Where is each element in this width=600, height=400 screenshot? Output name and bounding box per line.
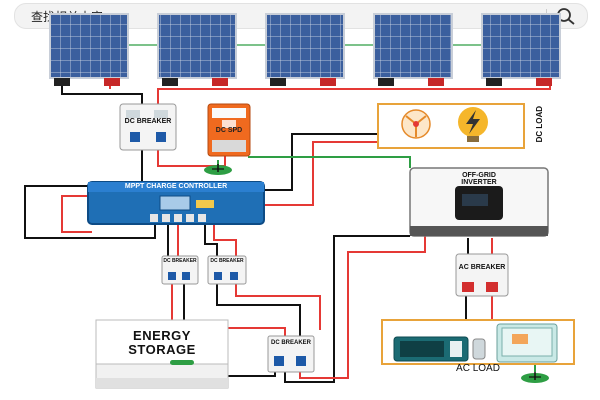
- energy-storage-label: ENERGY STORAGE: [128, 328, 196, 357]
- dc-load-box: [377, 103, 525, 149]
- ground-icon: [204, 164, 232, 175]
- lightning-bulb-icon: [458, 107, 488, 142]
- controller-label: MPPT CHARGE CONTROLLER: [124, 183, 228, 190]
- dc-breaker-left-label: DC BREAKER: [163, 258, 197, 264]
- dc-breaker-mid-label: DC BREAKER: [210, 258, 244, 264]
- dc-load-label: DC LOAD: [534, 105, 544, 143]
- dc-spd-label: DC SPD: [215, 127, 243, 134]
- off-grid-inverter: [409, 167, 549, 237]
- ac-load-label: AC LOAD: [456, 363, 500, 374]
- refrigerator-icon: [496, 323, 558, 363]
- solar-panel-5: [481, 13, 561, 86]
- solar-panel-1: [49, 13, 129, 86]
- solar-panel-2: [157, 13, 237, 86]
- ac-breaker: [455, 253, 509, 297]
- fan-icon: [401, 109, 431, 139]
- battery-indicator-icon: [170, 360, 194, 365]
- inverter-label: OFF-GRID INVERTER: [461, 172, 497, 187]
- ground-icon: [521, 372, 549, 383]
- dc-spd: [207, 103, 251, 157]
- solar-panel-4: [373, 13, 453, 86]
- dc-breaker-bottom-label: DC BREAKER: [270, 340, 311, 346]
- solar-panel-3: [265, 13, 345, 86]
- energy-storage-battery: [95, 319, 229, 389]
- dc-breaker-top: [119, 103, 177, 151]
- dc-breaker-bottom: [267, 335, 315, 373]
- dc-breaker-left: [161, 255, 199, 285]
- mppt-charge-controller: [87, 181, 265, 225]
- ac-plug-icon: [472, 338, 486, 360]
- microwave-icon: [393, 336, 469, 362]
- ac-breaker-label: AC BREAKER: [458, 264, 506, 271]
- dc-breaker-mid: [207, 255, 247, 285]
- dc-breaker-top-label: DC BREAKER: [124, 118, 172, 125]
